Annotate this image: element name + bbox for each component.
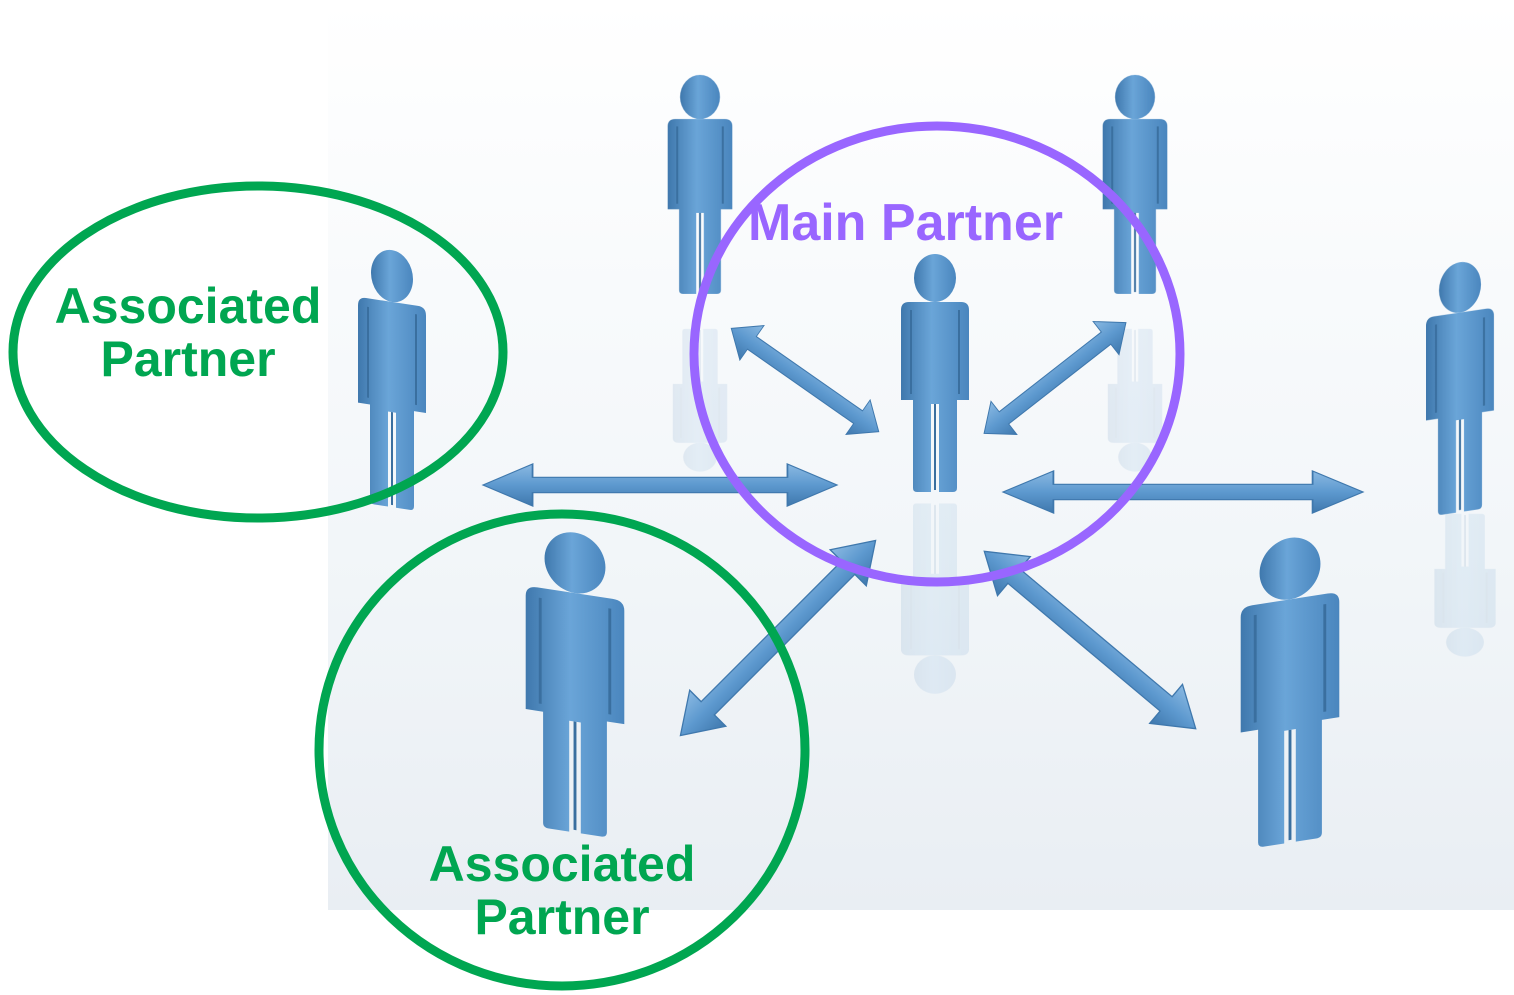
main-partner-circle (689, 121, 1185, 587)
associated-partner-label-1-line1: Associated (54, 278, 322, 334)
associated-partner-label-1: Associated Partner (38, 280, 338, 385)
associated-partner-circle-1 (8, 181, 508, 523)
associated-partner-label-2-line2: Partner (474, 888, 650, 945)
main-partner-label: Main Partner (748, 194, 1063, 252)
associated-partner-label-2: Associated Partner (412, 838, 712, 943)
associated-partner-label-2-line1: Associated (428, 836, 696, 892)
associated-partner-circle-2 (314, 509, 810, 991)
associated-partner-label-1-line2: Partner (100, 330, 276, 387)
